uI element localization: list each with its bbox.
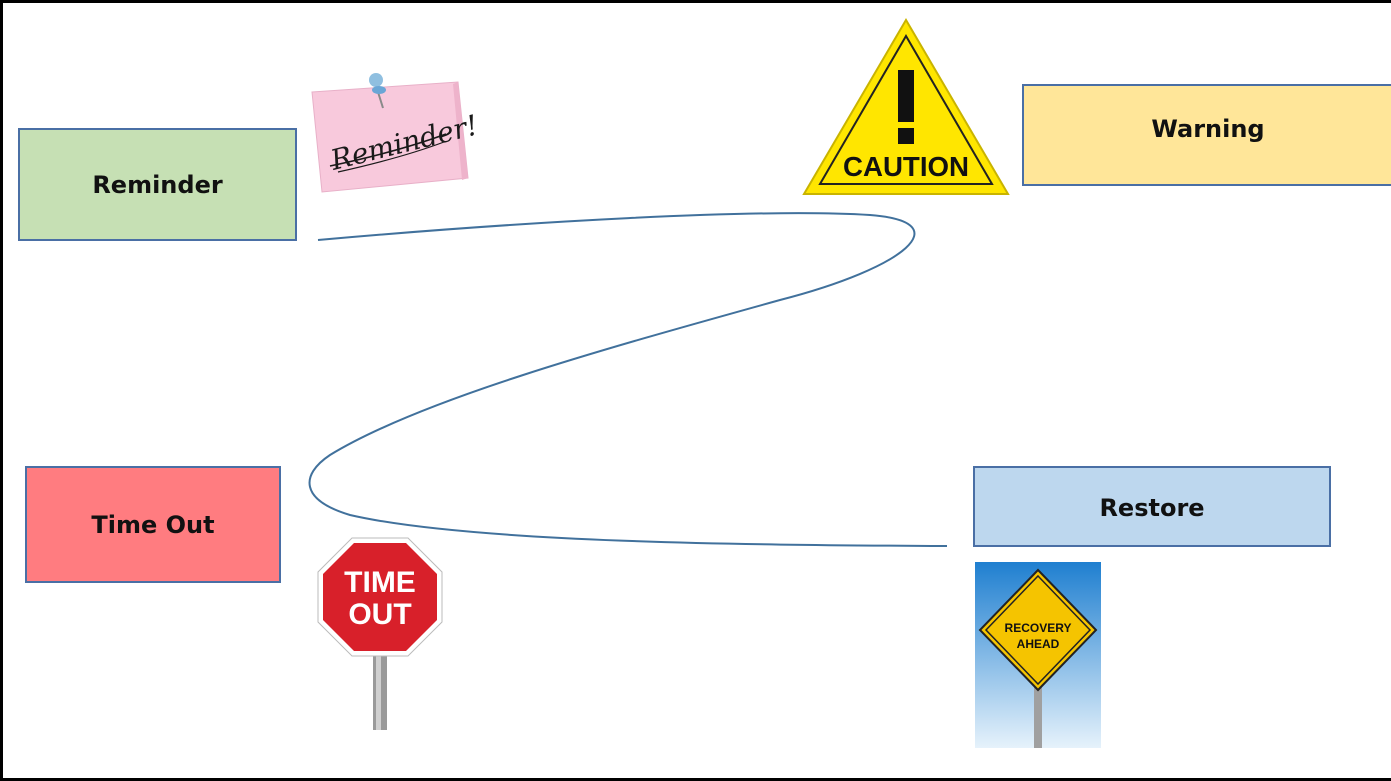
s-curve-connector [310, 213, 947, 546]
stop-sign-line2: OUT [348, 598, 411, 631]
stop-sign-line1: TIME [344, 566, 416, 599]
sticky-note-illustration: Reminder! [308, 70, 474, 196]
caution-sign-illustration: CAUTION [800, 16, 1012, 198]
road-sign-line1: RECOVERY [1005, 621, 1072, 635]
recovery-ahead-sign-illustration: RECOVERY AHEAD [975, 562, 1101, 748]
exclamation-icon [898, 70, 914, 144]
timeout-stop-sign-illustration: TIME OUT [316, 530, 446, 730]
caution-sign-text: CAUTION [843, 151, 969, 182]
road-sign-line2: AHEAD [1017, 637, 1060, 651]
